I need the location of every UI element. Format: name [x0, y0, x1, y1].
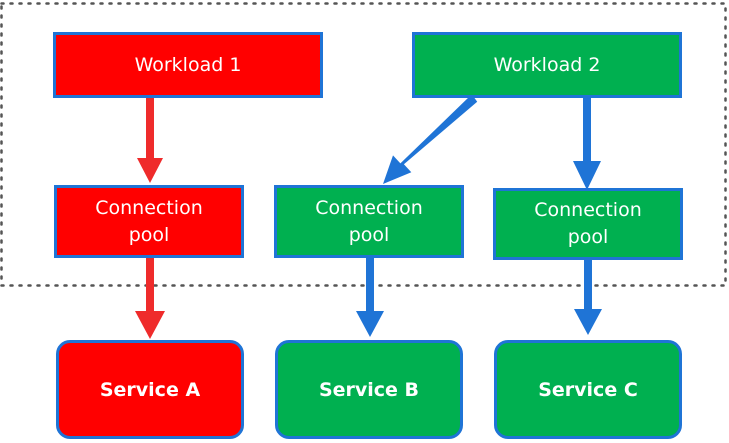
workload-boundary [0, 2, 727, 287]
service-a-box: Service A [56, 340, 244, 439]
workload-1-box: Workload 1 [53, 32, 323, 98]
service-b-box: Service B [275, 340, 463, 439]
connection-pool-1-box: Connection pool [54, 185, 244, 258]
connection-pool-3-box: Connection pool [493, 188, 683, 260]
edge-pool3-to-serviceC [574, 259, 602, 335]
edge-workload2-to-pool2 [383, 94, 478, 184]
edge-workload1-to-pool1 [137, 97, 163, 183]
edge-pool1-to-serviceA [135, 257, 165, 339]
workload-2-box: Workload 2 [412, 32, 682, 98]
edge-pool2-to-serviceB [356, 256, 384, 337]
connection-pool-2-box: Connection pool [274, 185, 464, 258]
edge-workload2-to-pool3 [573, 97, 601, 190]
service-c-box: Service C [494, 340, 682, 439]
